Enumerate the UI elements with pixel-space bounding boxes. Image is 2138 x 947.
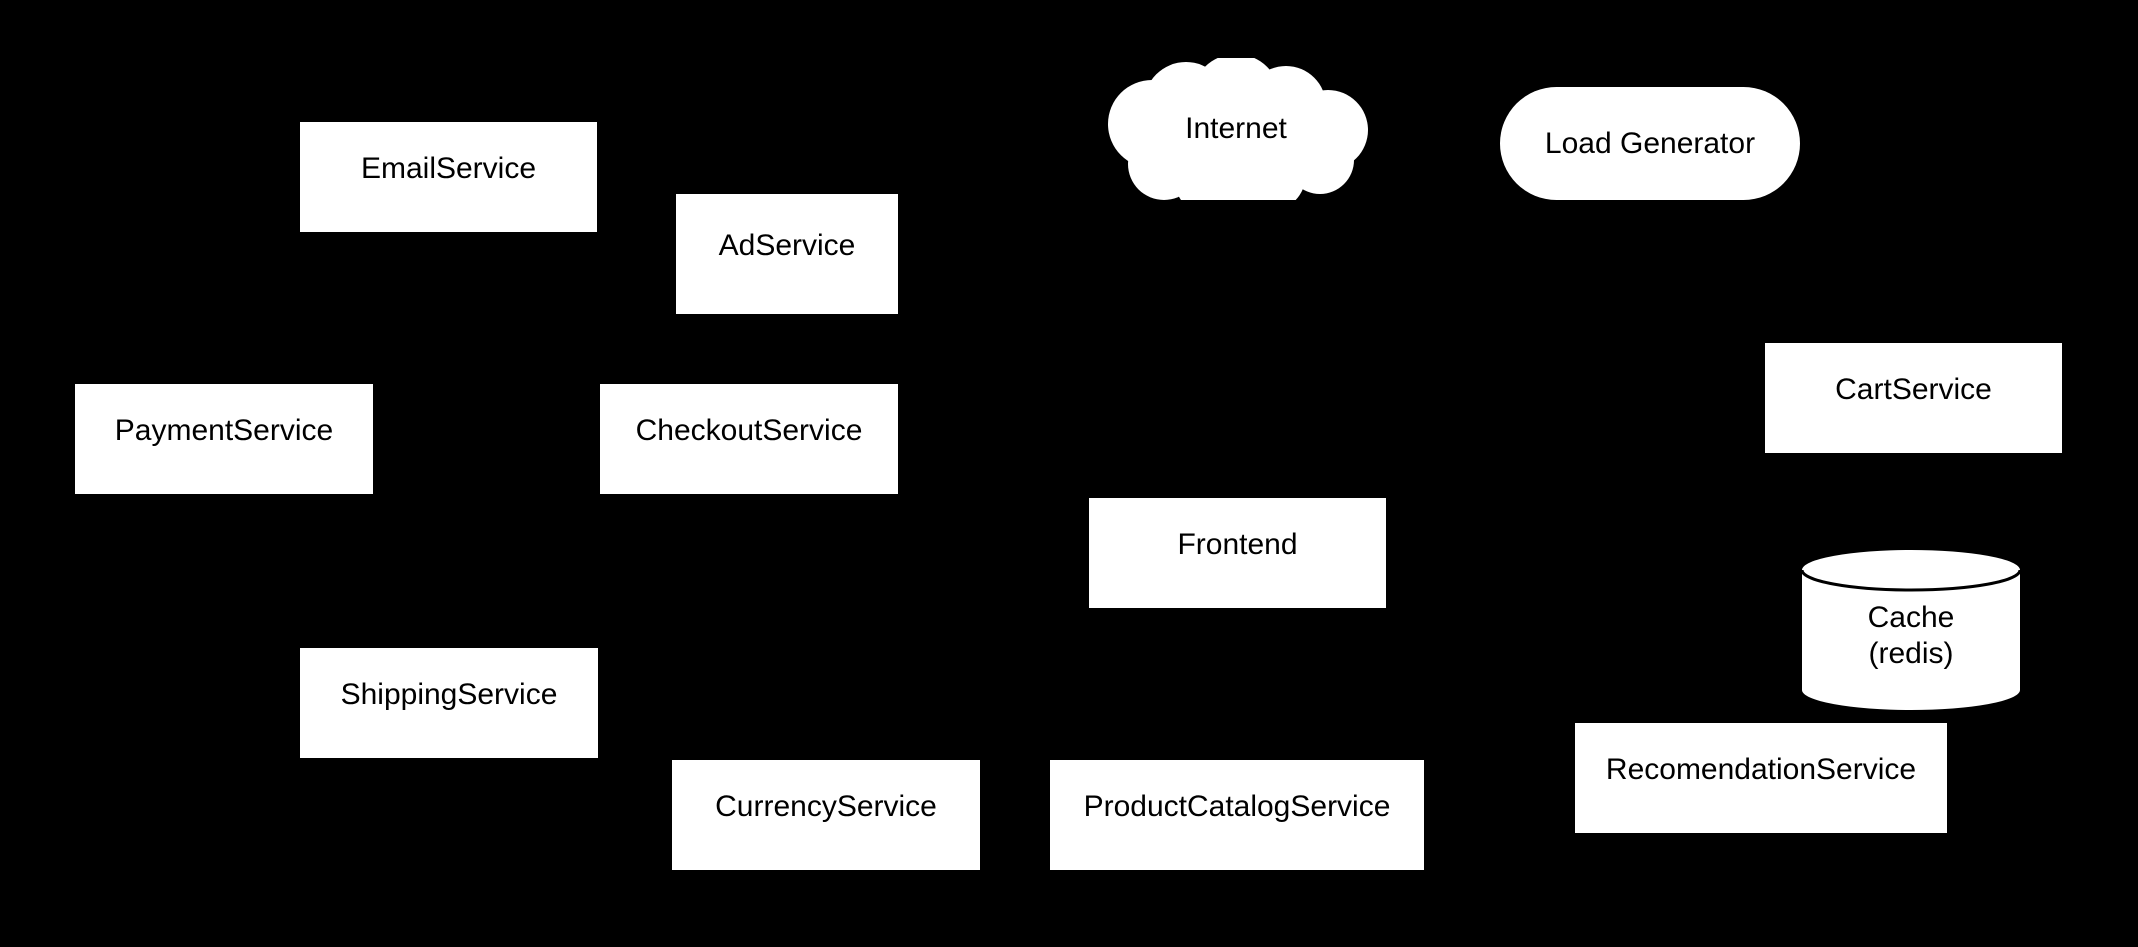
node-cart-service[interactable]: CartService bbox=[1765, 343, 2062, 453]
node-frontend[interactable]: Frontend bbox=[1089, 498, 1386, 608]
node-recomendation-service[interactable]: RecomendationService bbox=[1575, 723, 1947, 833]
node-shipping-service[interactable]: ShippingService bbox=[300, 648, 598, 758]
node-label-shipping-service: ShippingService bbox=[340, 678, 558, 712]
node-label-checkout-service: CheckoutService bbox=[635, 414, 863, 448]
node-checkout-service[interactable]: CheckoutService bbox=[600, 384, 898, 494]
cylinder-shape-icon bbox=[1800, 550, 2022, 710]
node-internet[interactable]: Internet bbox=[1090, 58, 1382, 200]
node-label-cart-service: CartService bbox=[1835, 373, 1992, 407]
node-label-load-generator: Load Generator bbox=[1544, 126, 1756, 160]
node-product-catalog-service[interactable]: ProductCatalogService bbox=[1050, 760, 1424, 870]
node-ad-service[interactable]: AdService bbox=[676, 194, 898, 314]
node-label-ad-service: AdService bbox=[718, 229, 856, 263]
node-load-generator[interactable]: Load Generator bbox=[1500, 87, 1800, 200]
node-label-email-service: EmailService bbox=[360, 152, 537, 186]
node-payment-service[interactable]: PaymentService bbox=[75, 384, 373, 494]
node-currency-service[interactable]: CurrencyService bbox=[672, 760, 980, 870]
node-label-recomendation-service: RecomendationService bbox=[1605, 753, 1917, 787]
node-email-service[interactable]: EmailService bbox=[300, 122, 597, 232]
node-cache-redis[interactable]: Cache (redis) bbox=[1800, 550, 2022, 710]
node-label-payment-service: PaymentService bbox=[114, 414, 334, 448]
cloud-shape-icon bbox=[1108, 58, 1368, 200]
node-label-frontend: Frontend bbox=[1177, 528, 1298, 562]
node-label-currency-service: CurrencyService bbox=[715, 790, 937, 824]
node-label-product-catalog-service: ProductCatalogService bbox=[1083, 790, 1391, 824]
